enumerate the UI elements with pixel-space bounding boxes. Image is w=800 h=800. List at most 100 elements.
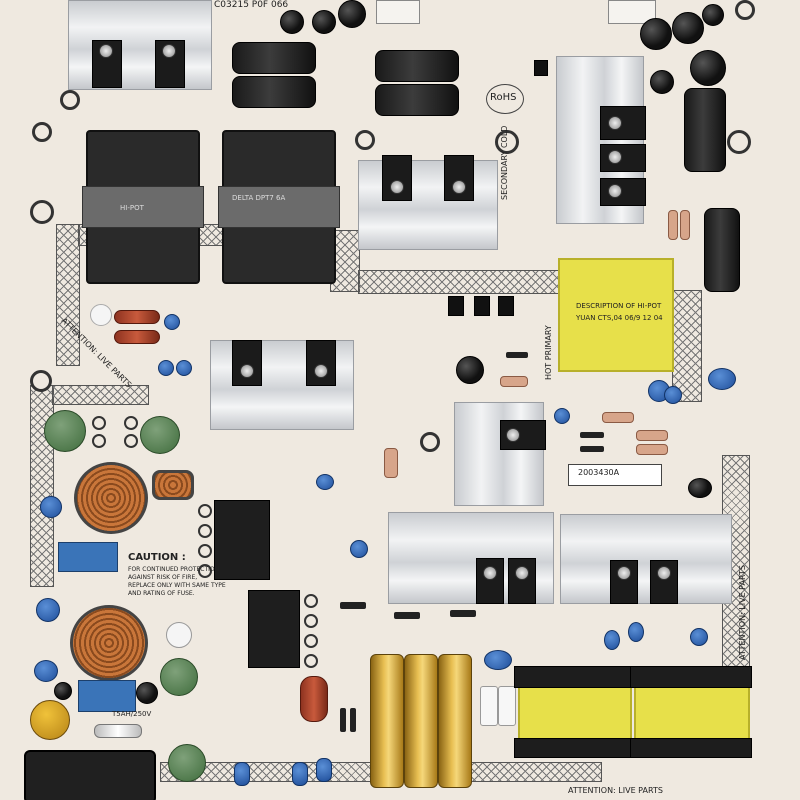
- mounting-hole: [30, 200, 54, 224]
- blue-capacitor: [554, 408, 570, 424]
- blue-capacitor: [164, 314, 180, 330]
- transformer-core-bottom: [630, 738, 752, 758]
- green-capacitor: [44, 410, 86, 452]
- toroidal-inductor: [70, 605, 148, 681]
- transistor: [444, 155, 474, 201]
- electrolytic-capacitor: [640, 18, 672, 50]
- small-transistor: [534, 60, 548, 76]
- transistor: [508, 558, 536, 604]
- screw: [314, 364, 328, 378]
- white-capacitor: [166, 622, 192, 648]
- electrolytic-capacitor: [280, 10, 304, 34]
- resistor: [668, 210, 678, 240]
- transistor: [650, 560, 678, 604]
- capacitor-black-horizontal: [232, 76, 316, 108]
- mounting-hole: [32, 122, 52, 142]
- resistor-red: [114, 330, 160, 344]
- pad: [198, 564, 212, 578]
- diode: [394, 612, 420, 619]
- diode: [340, 708, 346, 732]
- electrolytic-capacitor: [456, 356, 484, 384]
- gold-capacitor: [404, 654, 438, 788]
- blue-capacitor: [176, 360, 192, 376]
- ac-input-connector: [24, 750, 156, 800]
- blue-capacitor: [316, 474, 334, 490]
- x-capacitor-blue: [78, 680, 136, 712]
- bridge-rectifier: [248, 590, 300, 668]
- white-component: [90, 304, 112, 326]
- pad: [198, 504, 212, 518]
- blue-capacitor: [234, 762, 250, 786]
- electrolytic-capacitor: [338, 0, 366, 28]
- transistor: [232, 340, 262, 386]
- transformer-core: [218, 186, 340, 228]
- fuse-rating-label: T5AH/250V: [112, 710, 152, 718]
- capacitor-tall: [704, 208, 740, 292]
- mounting-hole: [60, 90, 80, 110]
- electrolytic-capacitor: [688, 478, 712, 498]
- attention-live-parts-bottom: ATTENTION: LIVE PARTS: [568, 786, 663, 795]
- screw: [240, 364, 254, 378]
- live-zone-hatch-bar: [358, 270, 560, 294]
- header-connector: [376, 0, 420, 24]
- mounting-hole: [30, 370, 52, 392]
- transformer-core-top: [630, 666, 752, 688]
- caution-line: REPLACE ONLY WITH SAME TYPE: [128, 582, 226, 589]
- screw: [99, 44, 113, 58]
- pad: [304, 654, 318, 668]
- hot-primary-label: HOT PRIMARY: [544, 325, 553, 380]
- screw: [452, 180, 466, 194]
- transformer-label: HI-POT: [120, 204, 144, 212]
- green-capacitor: [160, 658, 198, 696]
- blue-capacitor: [40, 496, 62, 518]
- electrolytic-capacitor: [672, 12, 704, 44]
- heatsink-top-left: [68, 0, 212, 90]
- gold-capacitor: [370, 654, 404, 788]
- live-zone-hatch-lower-left-h: [52, 385, 149, 405]
- attention-live-parts-right: ATTENTION: LIVE PARTS: [738, 565, 747, 660]
- resistor: [636, 430, 668, 441]
- sticker-text: 2003430A: [578, 468, 620, 477]
- diode: [580, 446, 604, 452]
- caution-line: AGAINST RISK OF FIRE,: [128, 574, 198, 581]
- gold-capacitor: [438, 654, 472, 788]
- transistor: [600, 106, 646, 140]
- bridge-rectifier: [214, 500, 270, 580]
- mounting-hole: [495, 130, 519, 154]
- caution-title: CAUTION :: [128, 552, 186, 563]
- x-capacitor-blue: [58, 542, 118, 572]
- toroidal-inductor: [74, 462, 148, 534]
- green-capacitor: [140, 416, 180, 454]
- mounting-hole: [735, 0, 755, 20]
- pad: [124, 416, 138, 430]
- capacitor-red: [300, 676, 328, 722]
- caution-line: FOR CONTINUED PROTECTION: [128, 566, 220, 573]
- screw: [483, 566, 497, 580]
- heatsink-middle: [454, 402, 544, 506]
- blue-capacitor: [604, 630, 620, 650]
- electrolytic-capacitor: [702, 4, 724, 26]
- yellow-transformer: [558, 258, 674, 372]
- diode: [350, 708, 356, 732]
- pad: [124, 434, 138, 448]
- capacitor-black-horizontal: [232, 42, 316, 74]
- heatsink-bottom-right: [560, 514, 732, 604]
- pad: [304, 594, 318, 608]
- electrolytic-capacitor: [312, 10, 336, 34]
- pad: [304, 614, 318, 628]
- screw: [617, 566, 631, 580]
- diode: [450, 610, 476, 617]
- small-component: [448, 296, 464, 316]
- screw: [657, 566, 671, 580]
- screw: [608, 150, 622, 164]
- yellow-transformer-label: DESCRIPTION OF HI-POT: [576, 302, 662, 310]
- transistor: [306, 340, 336, 386]
- blue-capacitor: [34, 660, 58, 682]
- pad: [198, 544, 212, 558]
- blue-capacitor: [292, 762, 308, 786]
- yellow-capacitor: [30, 700, 70, 740]
- rohs-mark: [486, 84, 524, 114]
- pad: [198, 524, 212, 538]
- electrolytic-capacitor: [690, 50, 726, 86]
